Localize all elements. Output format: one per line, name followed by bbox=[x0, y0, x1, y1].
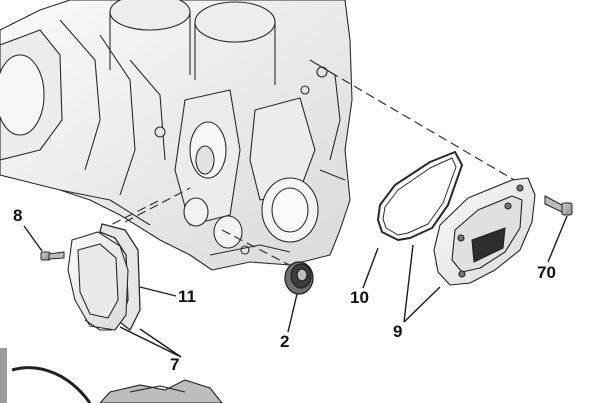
bolt-8 bbox=[40, 251, 65, 261]
callout-70: 70 bbox=[537, 263, 556, 282]
callout-9: 9 bbox=[393, 322, 403, 341]
callout-7: 7 bbox=[170, 355, 180, 374]
callout-10: 10 bbox=[350, 288, 369, 307]
callout-leader-lines bbox=[23, 215, 568, 358]
bottom-partial-parts bbox=[0, 348, 223, 403]
bolt-70 bbox=[544, 195, 573, 216]
callout-8: 8 bbox=[13, 206, 23, 225]
engine-block bbox=[0, 0, 353, 271]
callout-11: 11 bbox=[178, 287, 196, 306]
gasket-10 bbox=[377, 151, 463, 241]
callout-2: 2 bbox=[280, 332, 290, 351]
cover-9 bbox=[433, 177, 536, 286]
left-cover-7 bbox=[67, 231, 129, 331]
seal-2 bbox=[284, 261, 314, 295]
